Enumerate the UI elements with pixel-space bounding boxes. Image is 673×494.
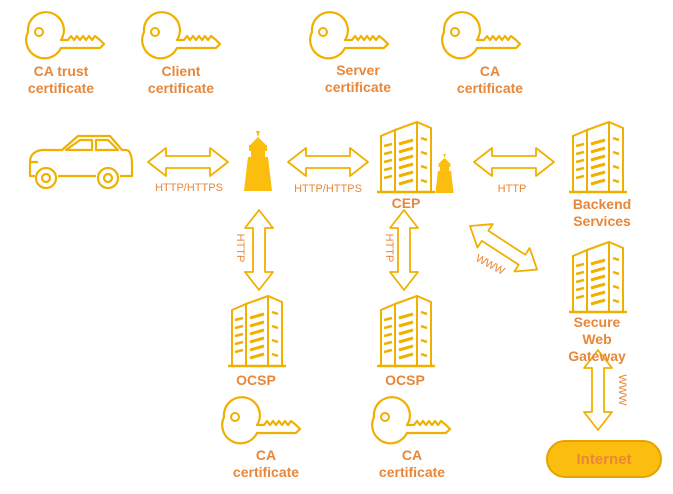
key-icon-ca-bottom-left: [221, 396, 302, 445]
building-icon-ocsp-left: [226, 294, 288, 368]
link-label-cep-ocsp: HTTP: [383, 233, 395, 263]
car-icon: [28, 134, 134, 190]
label-ca-certificate-bottom-left: CA certificate: [232, 447, 300, 480]
arrow-car-tower: [147, 147, 229, 177]
label-ocsp-right: OCSP: [385, 372, 425, 388]
link-label-car-tower: HTTP/HTTPS: [155, 182, 223, 194]
building-icon-ocsp-right: [375, 294, 437, 368]
link-label-gateway-internet: WWW: [616, 374, 628, 406]
label-backend-services: Backend Services: [572, 196, 632, 229]
building-icon-backend: [567, 120, 629, 194]
internet-label: Internet: [576, 450, 632, 468]
building-icon-cep: [375, 120, 437, 194]
link-label-tower-cep: HTTP/HTTPS: [294, 183, 362, 195]
arrow-tower-cep: [287, 147, 369, 177]
key-icon-ca-trust: [25, 11, 106, 60]
key-icon-ca-top: [441, 11, 522, 60]
label-ca-trust-certificate: CA trust certificate: [27, 63, 95, 96]
label-ca-certificate-top: CA certificate: [456, 63, 524, 96]
key-icon-server: [309, 11, 390, 60]
link-label-cep-backend: HTTP: [497, 183, 527, 195]
arrow-tower-ocsp: [244, 209, 274, 291]
link-label-tower-ocsp: HTTP: [234, 233, 246, 263]
tower-icon-relay: [244, 131, 272, 191]
label-client-certificate: Client certificate: [147, 63, 215, 96]
label-secure-web-gateway: Secure Web Gateway: [568, 314, 626, 364]
label-server-certificate: Server certificate: [324, 62, 392, 95]
key-icon-client: [141, 11, 222, 60]
label-ocsp-left: OCSP: [236, 372, 276, 388]
building-icon-gateway: [567, 240, 629, 314]
arrow-cep-backend: [473, 147, 555, 177]
key-icon-ca-bottom-right: [371, 396, 452, 445]
label-ca-certificate-bottom-right: CA certificate: [378, 447, 446, 480]
internet-node[interactable]: Internet: [546, 440, 662, 478]
label-cep: CEP: [391, 195, 421, 211]
tower-icon-cep: [435, 154, 454, 193]
